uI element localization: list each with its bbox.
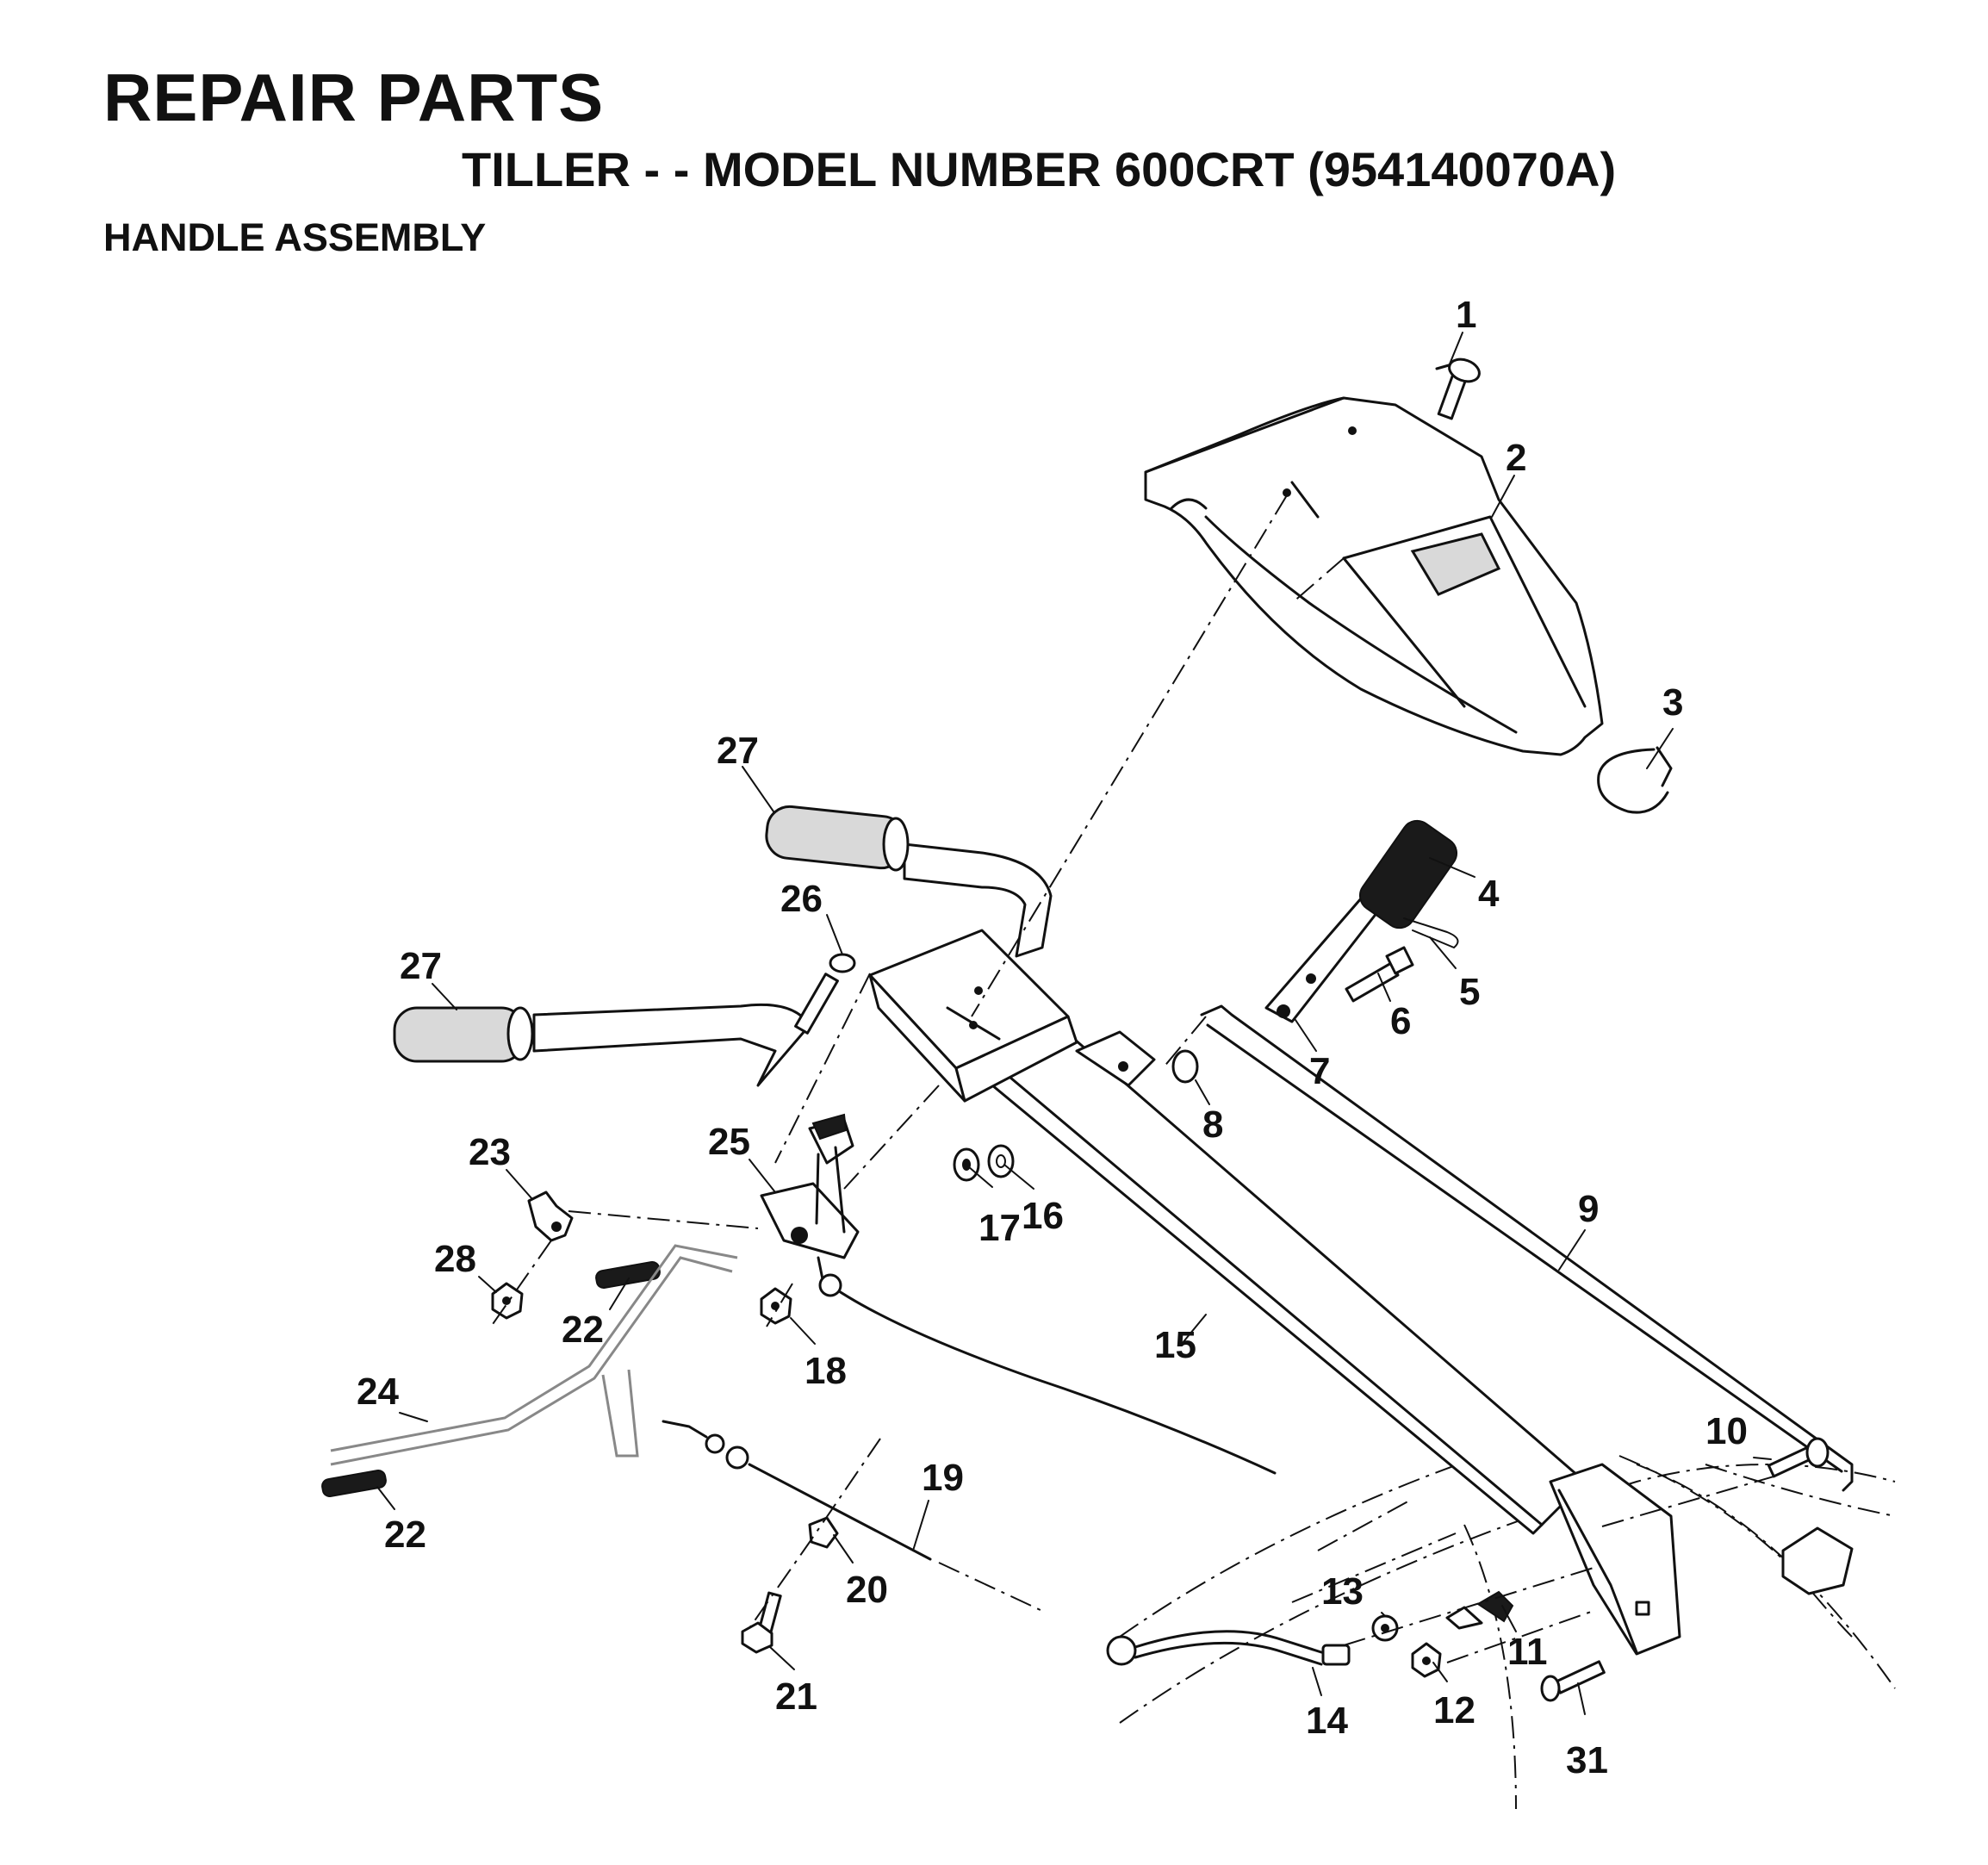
callout-leaders <box>376 332 1772 1715</box>
callout-21: 21 <box>775 1675 817 1718</box>
callout-7: 7 <box>1309 1050 1330 1092</box>
callout-2: 2 <box>1506 437 1526 479</box>
callout-14: 14 <box>1306 1700 1348 1742</box>
bolt-10 <box>1767 1437 1830 1478</box>
callout-8: 8 <box>1202 1103 1223 1146</box>
lower-cable <box>662 1420 1043 1612</box>
retaining-ring <box>1597 746 1673 814</box>
panel-screw <box>1435 357 1481 420</box>
callout-13: 13 <box>1321 1570 1364 1613</box>
control-panel <box>1144 396 1604 756</box>
callout-1: 1 <box>1456 294 1476 336</box>
callout-23: 23 <box>469 1131 511 1173</box>
page-title: REPAIR PARTS <box>103 59 605 135</box>
height-adjust-lever <box>1106 1630 1351 1666</box>
callout-19: 19 <box>922 1457 964 1499</box>
model-subtitle: TILLER - - MODEL NUMBER 600CRT (95414007… <box>462 142 1617 196</box>
nut-12 <box>1411 1642 1442 1678</box>
callout-24: 24 <box>357 1371 399 1413</box>
callout-22-lower: 22 <box>384 1514 426 1556</box>
shift-rod <box>1200 1004 1854 1492</box>
handle-bracket <box>868 929 1156 1103</box>
callout-4: 4 <box>1478 873 1500 915</box>
handle-bolt <box>794 953 856 1035</box>
callout-6: 6 <box>1390 1000 1411 1042</box>
callout-20: 20 <box>846 1569 888 1611</box>
callout-31: 31 <box>1566 1739 1608 1781</box>
bolt-31 <box>1540 1660 1606 1702</box>
nut-28 <box>491 1282 524 1320</box>
lever-bolt <box>1345 946 1414 1003</box>
callout-10: 10 <box>1705 1410 1748 1452</box>
lever-grip <box>1358 819 1458 929</box>
callout-25: 25 <box>708 1121 750 1163</box>
callout-12: 12 <box>1433 1689 1475 1731</box>
pivot-bracket <box>1781 1526 1854 1595</box>
alignment-lines <box>490 494 1780 1663</box>
section-heading: HANDLE ASSEMBLY <box>103 215 487 259</box>
lower-grip <box>393 1006 534 1063</box>
handle-mount-plate <box>1549 1463 1681 1656</box>
callout-17: 17 <box>978 1207 1021 1249</box>
callout-28: 28 <box>434 1238 476 1280</box>
control-cable <box>818 1273 1277 1475</box>
callout-3: 3 <box>1662 681 1683 724</box>
pin-22-upper <box>595 1260 661 1290</box>
callout-16: 16 <box>1022 1195 1064 1237</box>
callout-15: 15 <box>1154 1324 1196 1366</box>
upper-handlebar <box>903 842 1053 958</box>
callout-11: 11 <box>1507 1631 1548 1673</box>
washer-13 <box>1371 1614 1399 1642</box>
callout-labels: 1 2 3 4 5 6 7 8 9 10 11 12 13 14 15 16 1… <box>357 294 1748 1781</box>
callout-22-upper: 22 <box>562 1309 604 1351</box>
handle-tube <box>980 1032 1587 1535</box>
pin-22-lower <box>321 1469 387 1498</box>
lower-handlebar <box>532 1003 811 1087</box>
callout-5: 5 <box>1459 971 1480 1013</box>
callout-18: 18 <box>805 1350 847 1392</box>
washer-16 <box>987 1144 1015 1178</box>
washer-17 <box>953 1147 980 1182</box>
spacer <box>1171 1049 1199 1084</box>
wing-knob <box>1445 1590 1514 1630</box>
upper-grip <box>765 805 910 872</box>
clutch-bracket <box>760 1113 860 1294</box>
hairpin-clip <box>1403 917 1459 949</box>
callout-9: 9 <box>1578 1188 1599 1230</box>
callout-27-upper: 27 <box>717 730 759 772</box>
cable-clip <box>527 1190 574 1242</box>
reference-bar <box>330 1244 738 1466</box>
callout-27-lower: 27 <box>400 945 442 987</box>
clamp-screw <box>741 1591 782 1654</box>
callout-26: 26 <box>780 878 823 920</box>
